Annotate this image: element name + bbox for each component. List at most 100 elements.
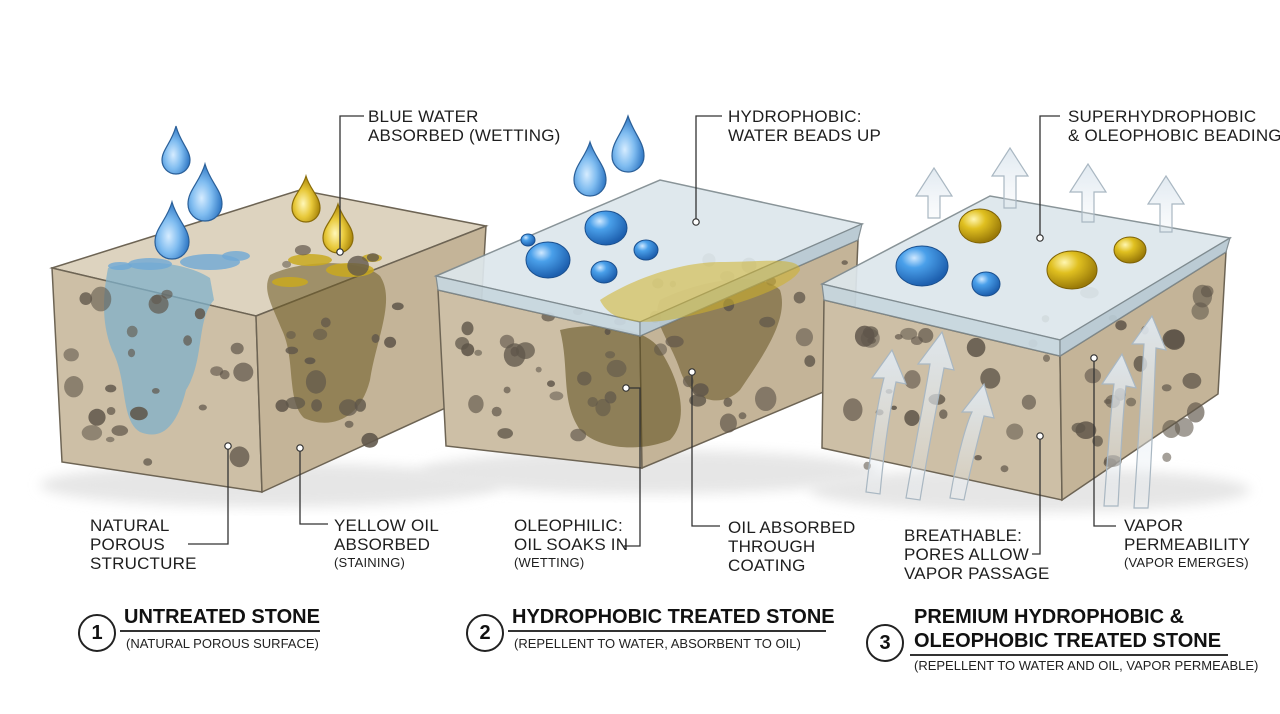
callout-line: WATER BEADS UP <box>728 126 881 145</box>
stone-pore <box>966 337 986 358</box>
callout-breathable: BREATHABLE: PORES ALLOW VAPOR PASSAGE <box>904 526 1050 583</box>
stone-pore <box>980 368 1001 389</box>
panel-number-badge: 1 <box>78 614 116 652</box>
title-underline <box>508 630 826 632</box>
stone-pore <box>111 425 129 436</box>
stone-pore <box>455 337 470 350</box>
panel-subtitle: (REPELLENT TO WATER AND OIL, VAPOR PERME… <box>914 658 1259 673</box>
callout-line: OIL SOAKS IN <box>514 535 629 554</box>
oil-bead <box>958 208 1002 244</box>
stone-pore <box>547 380 555 388</box>
water-bead <box>971 271 1001 297</box>
stone-pore <box>210 366 224 376</box>
vapor-arrow <box>1100 352 1137 507</box>
stone-pore <box>1084 368 1102 384</box>
stone-pore <box>344 420 354 428</box>
callout-hydrophobic: HYDROPHOBIC: WATER BEADS UP <box>728 107 881 145</box>
oil-drop <box>291 173 321 223</box>
stone-pore <box>654 343 667 356</box>
callout-line: VAPOR <box>1124 516 1184 535</box>
stone-pore <box>900 327 918 340</box>
stone-pore <box>939 409 948 420</box>
stone-pore <box>285 396 306 410</box>
water-puddle <box>128 258 172 270</box>
water-bead <box>525 241 571 279</box>
stone-pore <box>719 413 737 433</box>
stone-pore <box>183 335 193 346</box>
stone-pore <box>723 397 733 407</box>
stone-pore <box>106 407 116 415</box>
vapor-arrow <box>914 166 954 219</box>
water-drop <box>187 161 223 222</box>
stone-pore <box>468 395 484 414</box>
stone-pore <box>320 317 331 328</box>
oil-seeping <box>600 260 800 322</box>
stone-pore <box>286 331 296 339</box>
water-stain <box>104 262 214 435</box>
callout-oleophilic: OLEOPHILIC: OIL SOAKS IN (WETTING) <box>514 516 628 571</box>
oil-bead <box>1046 250 1098 290</box>
stone-pore <box>974 455 982 461</box>
stone-pore <box>793 291 806 304</box>
vapor-arrows <box>865 146 1186 509</box>
stone-pore <box>384 336 397 348</box>
callout-note: (WETTING) <box>514 555 585 570</box>
stone-pore <box>843 398 863 422</box>
water-drop <box>573 139 607 197</box>
stone-pore <box>755 386 777 411</box>
stone-pore <box>605 351 616 359</box>
vapor-arrow <box>1068 162 1108 223</box>
stone-pore <box>105 384 117 393</box>
leader-lines <box>188 115 1116 555</box>
oil-puddle <box>288 254 332 266</box>
panel-subtitle: (REPELLENT TO WATER, ABSORBENT TO OIL) <box>514 636 801 651</box>
stone-pore <box>587 397 598 407</box>
stone-pore <box>1071 422 1086 434</box>
water-bead <box>520 233 536 247</box>
stone-pore <box>275 399 289 412</box>
stone-pore <box>305 370 327 394</box>
stone-pore <box>804 355 816 367</box>
oil-stain <box>560 326 681 448</box>
vapor-arrow <box>990 146 1030 209</box>
stone-pore <box>1191 302 1209 320</box>
callout-porous-structure: NATURAL POROUS STRUCTURE <box>90 516 197 573</box>
water-puddle <box>108 262 132 270</box>
stone-pore <box>304 357 316 365</box>
stone-pore <box>313 328 328 341</box>
stone-pore <box>904 370 921 389</box>
callout-line: POROUS <box>90 535 165 554</box>
stone-pore <box>230 342 244 355</box>
stone-pore <box>63 348 79 362</box>
vapor-arrow <box>865 348 907 495</box>
callout-note: (VAPOR EMERGES) <box>1124 555 1249 570</box>
water-drop <box>154 199 190 260</box>
stone-pore <box>894 334 903 340</box>
callout-line: & OLEOPHOBIC BEADING <box>1068 126 1280 145</box>
vapor-arrow <box>1130 314 1167 509</box>
vapor-arrow <box>1146 174 1186 233</box>
callout-line: ABSORBED (WETTING) <box>368 126 561 145</box>
stone-pore <box>860 328 880 348</box>
stone-pore <box>692 383 709 397</box>
stone-pore <box>127 348 136 358</box>
callout-line: THROUGH <box>728 537 816 556</box>
stone-pore <box>1043 354 1050 362</box>
panel-number-badge: 3 <box>866 624 904 662</box>
stone-pore <box>491 406 502 417</box>
stone-pore <box>151 388 160 394</box>
vapor-arrow <box>905 330 955 501</box>
stone-pore <box>759 316 776 328</box>
callout-note: (STAINING) <box>334 555 406 570</box>
stone-pore <box>339 399 358 416</box>
stone-pore <box>795 328 814 347</box>
callout-yellow-oil: YELLOW OIL ABSORBED (STAINING) <box>334 516 439 571</box>
callout-line: VAPOR PASSAGE <box>904 564 1050 583</box>
stone-pore <box>604 391 617 404</box>
stone-pore <box>535 366 542 373</box>
stone-pore <box>606 359 627 378</box>
stone-pore <box>194 308 206 320</box>
callout-line: BLUE WATER <box>368 107 479 126</box>
